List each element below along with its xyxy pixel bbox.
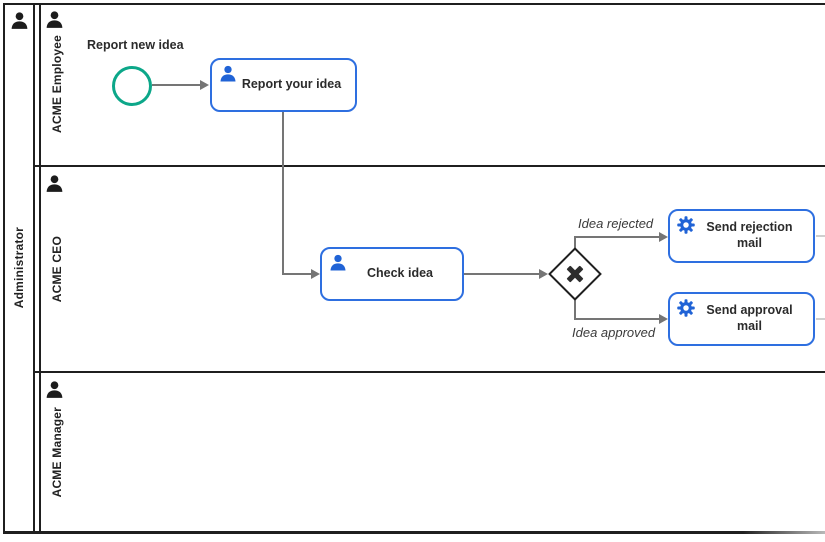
lane-divider-1 <box>33 165 825 167</box>
gear-icon <box>677 299 695 317</box>
sequence-flow-stub <box>816 235 825 237</box>
start-event-label: Report new idea <box>87 38 184 52</box>
user-icon <box>330 254 346 271</box>
person-icon <box>46 11 63 28</box>
flow-report-to-check-v <box>282 111 284 274</box>
task-label: Send approval mail <box>706 303 793 333</box>
lane-label: ACME Manager <box>50 406 64 498</box>
pool-border-top <box>3 3 825 5</box>
flow-approved-h <box>574 318 660 320</box>
lane-label: ACME CEO <box>50 235 64 303</box>
sequence-flow-stub <box>816 318 825 320</box>
arrowhead <box>311 269 320 279</box>
flow-rejected-v <box>574 236 576 250</box>
task-label: Send rejection mail <box>706 220 793 250</box>
lane-header-acme-manager[interactable]: ACME Manager <box>41 375 73 529</box>
flow-report-to-check-h <box>282 273 312 275</box>
gateway-x-marker-icon <box>566 265 584 283</box>
person-icon <box>11 12 28 29</box>
flow-approved-v <box>574 300 576 320</box>
pool-header-administrator[interactable]: Administrator <box>5 5 33 531</box>
task-label: Report your idea <box>241 77 342 92</box>
arrowhead <box>659 232 668 242</box>
lane-label: ACME Employee <box>50 35 64 133</box>
flow-rejected-h <box>574 236 660 238</box>
person-icon <box>46 381 63 398</box>
task-send-approval-mail[interactable]: Send approval mail <box>668 292 815 346</box>
start-event-circle[interactable] <box>112 66 152 106</box>
task-send-rejection-mail[interactable]: Send rejection mail <box>668 209 815 263</box>
pool-border-left <box>3 3 5 534</box>
task-check-idea[interactable]: Check idea <box>320 247 464 301</box>
task-report-your-idea[interactable]: Report your idea <box>210 58 357 112</box>
lane-header-acme-employee[interactable]: ACME Employee <box>41 5 73 163</box>
lane-header-acme-ceo[interactable]: ACME CEO <box>41 169 73 369</box>
flow-check-to-gateway <box>464 273 540 275</box>
arrowhead <box>659 314 668 324</box>
gear-icon <box>677 216 695 234</box>
arrowhead <box>539 269 548 279</box>
flow-label-approved: Idea approved <box>572 325 656 340</box>
lane-header-border <box>39 3 41 534</box>
pool-header-divider <box>33 3 35 534</box>
pool-border-bottom <box>3 531 825 534</box>
flow-start-to-report <box>152 84 202 86</box>
task-label: Check idea <box>366 266 433 281</box>
lane-divider-2 <box>33 371 825 373</box>
flow-label-rejected: Idea rejected <box>578 216 654 231</box>
arrowhead <box>200 80 209 90</box>
user-icon <box>220 65 236 82</box>
person-icon <box>46 175 63 192</box>
pool-label: Administrator <box>12 227 26 309</box>
